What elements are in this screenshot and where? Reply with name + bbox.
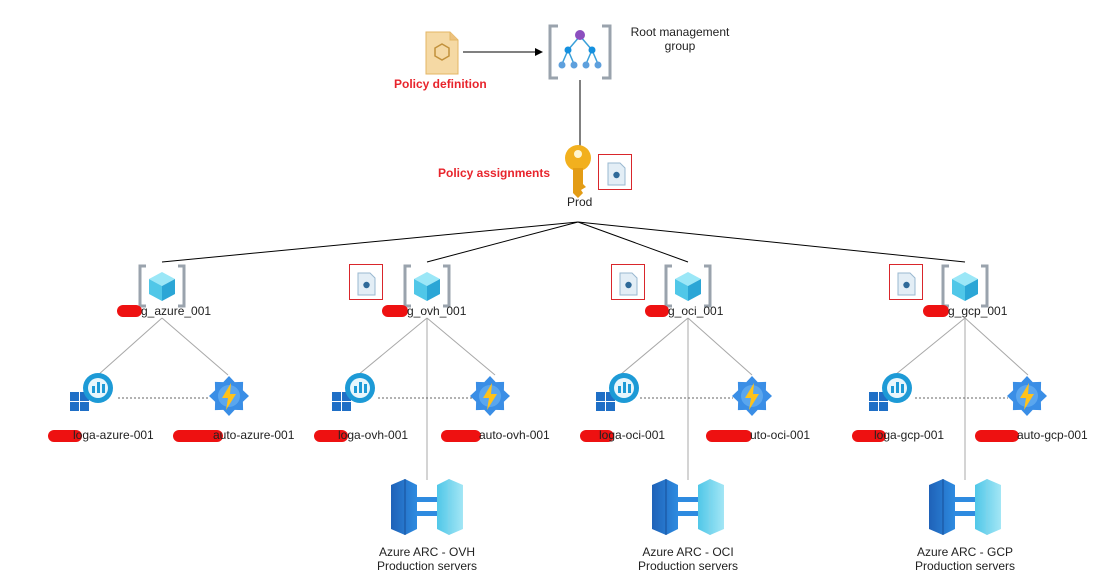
policy-assignment-icon (619, 272, 638, 296)
prod-to-gcp-line (577, 221, 966, 263)
policy-definition-label: Policy definition (394, 77, 487, 91)
prod-to-ovh-line (426, 221, 579, 263)
arc-label-line1: Azure ARC - OVH (378, 545, 476, 559)
redaction-mark (382, 305, 408, 317)
redaction-mark (706, 430, 752, 442)
arc-label-line1: Azure ARC - OCI (642, 545, 734, 559)
policy-assignment-box-ovh (349, 264, 383, 300)
management-group-icon (548, 24, 612, 80)
redaction-mark (645, 305, 669, 317)
automation-icons (209, 376, 1047, 416)
log-analytics-icon (596, 373, 639, 411)
redaction-mark (117, 305, 142, 317)
log-analytics-icons (70, 373, 912, 411)
automation-account-icon (470, 376, 510, 416)
arc-label-line2: Production servers (914, 559, 1016, 573)
azure-arc-icon (652, 479, 724, 535)
assignment-icons (357, 162, 916, 296)
arc-label-line2: Production servers (376, 559, 478, 573)
arc-label-gcp: Azure ARC - GCP Production servers (915, 545, 1015, 573)
auto-label-azure: auto-azure-001 (213, 428, 295, 442)
root-label-line1: Root management (630, 25, 730, 39)
redaction-mark (314, 430, 348, 442)
log-analytics-icon (70, 373, 113, 411)
log-analytics-icon (332, 373, 375, 411)
azure-arc-icon (929, 479, 1001, 535)
automation-account-icon (209, 376, 249, 416)
redaction-mark (852, 430, 886, 442)
subscription-label-gcp: g_gcp_001 (948, 304, 1008, 318)
policy-assignment-box-oci (611, 264, 645, 300)
redaction-mark (173, 430, 223, 442)
policy-assignment-icon (607, 162, 626, 186)
policy-assignment-box-gcp (889, 264, 923, 300)
automation-account-icon (1007, 376, 1047, 416)
arc-label-oci: Azure ARC - OCI Production servers (638, 545, 738, 573)
subscription-label-ovh: g_ovh_001 (407, 304, 467, 318)
redaction-mark (48, 430, 82, 442)
azure-arc-icon (391, 479, 463, 535)
policy-assignment-icon (357, 272, 376, 296)
policy-assignment-icon (897, 272, 916, 296)
loga-label-oci: loga-oci-001 (599, 428, 666, 442)
loga-label-ovh: loga-ovh-001 (338, 428, 409, 442)
automation-account-icon (732, 376, 772, 416)
redaction-mark (975, 430, 1019, 442)
arc-label-line2: Production servers (637, 559, 739, 573)
root-label-line2: group (664, 39, 696, 53)
subscription-label-oci: g_oci_001 (668, 304, 724, 318)
redaction-mark (580, 430, 614, 442)
prod-to-azure-line (161, 221, 579, 263)
loga-label-gcp: loga-gcp-001 (874, 428, 945, 442)
subscription-cube-icon (403, 264, 451, 308)
arc-label-line1: Azure ARC - GCP (916, 545, 1014, 559)
auto-label-oci: uto-oci-001 (750, 428, 811, 442)
key-icon (565, 145, 591, 198)
policy-definition-icon (425, 31, 459, 75)
subscription-label-azure: g_azure_001 (141, 304, 212, 318)
arc-label-ovh: Azure ARC - OVH Production servers (377, 545, 477, 573)
subscription-icons (138, 264, 989, 308)
prod-label: Prod (567, 195, 593, 209)
connectors (161, 48, 966, 263)
policy-assignment-box-prod (598, 154, 632, 190)
azure-arc-icons (391, 479, 1001, 535)
redaction-mark (923, 305, 949, 317)
auto-label-ovh: auto-ovh-001 (479, 428, 550, 442)
auto-label-gcp: auto-gcp-001 (1017, 428, 1088, 442)
subscription-cube-icon (664, 264, 712, 308)
subscription-cube-icon (941, 264, 989, 308)
log-analytics-icon (869, 373, 912, 411)
policy-assignments-label: Policy assignments (438, 166, 551, 180)
prod-to-oci-line (577, 221, 689, 263)
subscription-cube-icon (138, 264, 186, 308)
redaction-mark (441, 430, 481, 442)
loga-label-azure: loga-azure-001 (73, 428, 154, 442)
root-group-label: Root management group (631, 25, 730, 53)
sub-connectors (97, 317, 1029, 480)
